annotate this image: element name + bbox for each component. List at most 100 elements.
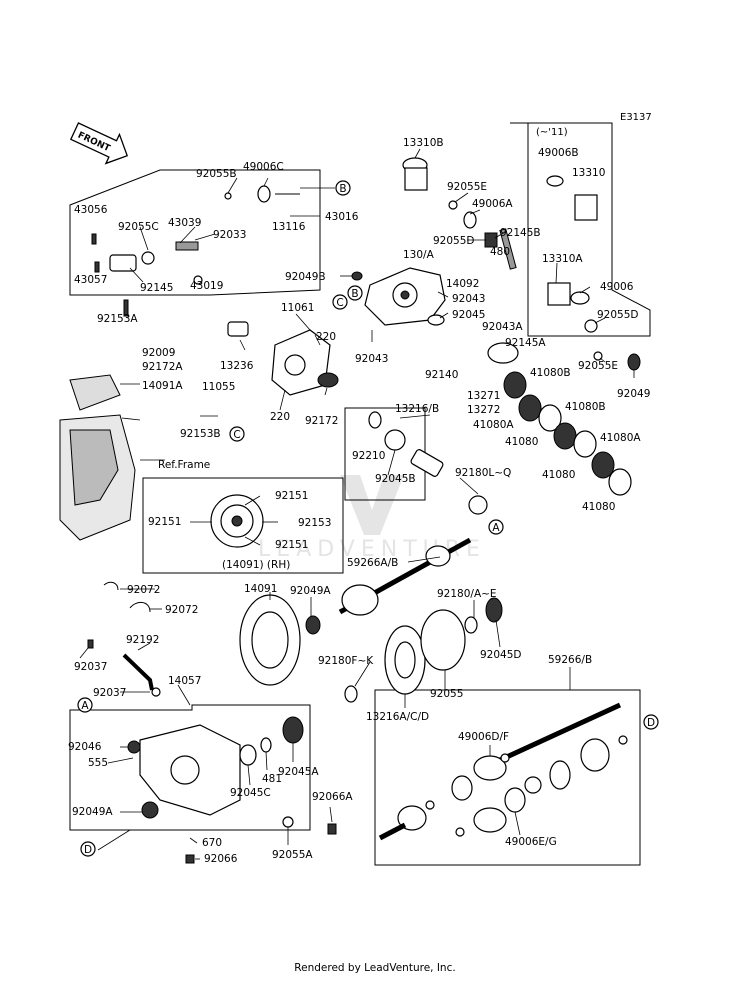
label-41080A-1: 41080A: [473, 419, 514, 431]
group-box-axle: [374, 689, 641, 866]
label-92043b: 92043: [355, 353, 388, 365]
label-670: 670: [202, 837, 222, 849]
plate-41080b: [538, 404, 562, 432]
label-92046: 92046: [68, 741, 102, 753]
label-92043a: 92043: [452, 293, 485, 305]
label-92049A-low: 92049A: [72, 806, 113, 818]
label-92055: 92055: [430, 688, 463, 700]
bearing-92045c: [239, 744, 257, 766]
clutch-pack: [487, 342, 632, 496]
axle-shaft-upper: [338, 537, 472, 616]
group-box-cover: [142, 477, 344, 574]
label-92145: 92145: [140, 282, 173, 294]
label-14092: 14092: [446, 278, 479, 290]
label-43019: 43019: [190, 280, 223, 292]
label-92049-r: 92049: [617, 388, 650, 400]
label-92055D: 92055D: [433, 235, 475, 247]
cover-11061: [227, 321, 339, 396]
boot-upper: [341, 584, 379, 616]
washer-43019: [193, 275, 203, 285]
label-92172: 92172: [305, 415, 338, 427]
label-92151c: 92151: [275, 539, 308, 551]
plate-13271: [487, 342, 519, 364]
shift-actuator-parts: [91, 185, 300, 317]
pinion-gear: [368, 411, 488, 515]
group-box-shift: [69, 169, 321, 296]
bearing-92045b: [384, 429, 406, 451]
label-92055B: 92055B: [196, 168, 237, 180]
label-49006: 49006: [600, 281, 634, 293]
plate-41080a-2: [608, 468, 632, 496]
label-13116: 13116: [272, 221, 306, 233]
lever-13236: [227, 321, 249, 337]
label-rh-note: (14091) (RH): [222, 559, 290, 571]
o-ring-92055: [420, 609, 466, 671]
label-92172A: 92172A: [142, 361, 183, 373]
callout-d-case: D: [80, 841, 96, 857]
o-ring-92055e: [448, 200, 458, 210]
label-43057: 43057: [74, 274, 107, 286]
label-13236: 13236: [220, 360, 254, 372]
spring-43039: [175, 241, 199, 251]
label-92037b: 92037: [93, 687, 126, 699]
label-43039: 43039: [168, 217, 201, 229]
label-92145A: 92145A: [505, 337, 546, 349]
label-59266AB: 59266A/B: [347, 557, 398, 569]
label-92037a: 92037: [74, 661, 107, 673]
label-49006B: 49006B: [538, 147, 579, 159]
plug-92066a: [327, 823, 337, 835]
label-481: 481: [262, 773, 282, 785]
seal-92046: [127, 740, 141, 754]
label-92180FK: 92180F~K: [318, 655, 374, 667]
diff-cover-14091: [239, 594, 321, 686]
svg-text:A: A: [492, 522, 500, 534]
label-13310A: 13310A: [542, 253, 583, 265]
label-41080-1: 41080: [505, 436, 538, 448]
label-49006DF: 49006D/F: [458, 731, 509, 743]
spring-92145b: [499, 228, 517, 270]
cv-joint-inner: [397, 805, 427, 831]
label-13310B: 13310B: [403, 137, 444, 149]
label-130A: 130/A: [403, 249, 435, 261]
label-41080A-2: 41080A: [600, 432, 641, 444]
o-ring-92055a: [282, 816, 294, 828]
leader-lines: [79, 148, 635, 860]
shim-92180a-e: [464, 616, 478, 634]
bolt-92153a: [123, 299, 129, 317]
label-14091: 14091: [244, 583, 277, 595]
shaft-13310a: [547, 282, 571, 306]
svg-text:B: B: [339, 183, 346, 195]
label-11061: 11061: [281, 302, 314, 314]
seal-49006c: [257, 185, 271, 203]
disc-41080-3: [591, 451, 615, 479]
gear-case-14057: [127, 716, 337, 864]
label-92145B: 92145B: [500, 227, 541, 239]
label-480: 480: [490, 246, 510, 258]
label-555: 555: [88, 757, 108, 769]
label-14057: 14057: [168, 675, 201, 687]
pin-43057: [94, 261, 100, 273]
label-92009: 92009: [142, 347, 175, 359]
label-92055E: 92055E: [447, 181, 487, 193]
label-41080B-2: 41080B: [565, 401, 606, 413]
label-92055C: 92055C: [118, 221, 159, 233]
frame: [59, 374, 136, 541]
disc-41080a-1: [503, 371, 527, 399]
label-220a: 220: [316, 331, 336, 343]
label-inset-note: (~'11): [536, 127, 568, 138]
seal-92049: [627, 353, 641, 371]
svg-text:B: B: [351, 288, 358, 300]
pin-43056: [91, 233, 97, 245]
bearing-92045d: [485, 597, 503, 623]
disc-41080-2: [553, 422, 577, 450]
seal-92049a: [305, 615, 321, 635]
label-41080B-1: 41080B: [530, 367, 571, 379]
actuator-body: [109, 254, 137, 272]
front-arrow: FRONT: [69, 122, 129, 165]
label-92066A: 92066A: [312, 791, 353, 803]
callout-c-mid: C: [332, 294, 348, 310]
label-92151b: 92151: [148, 516, 181, 528]
shaft-13310: [574, 194, 598, 221]
label-92045A: 92045A: [278, 766, 319, 778]
